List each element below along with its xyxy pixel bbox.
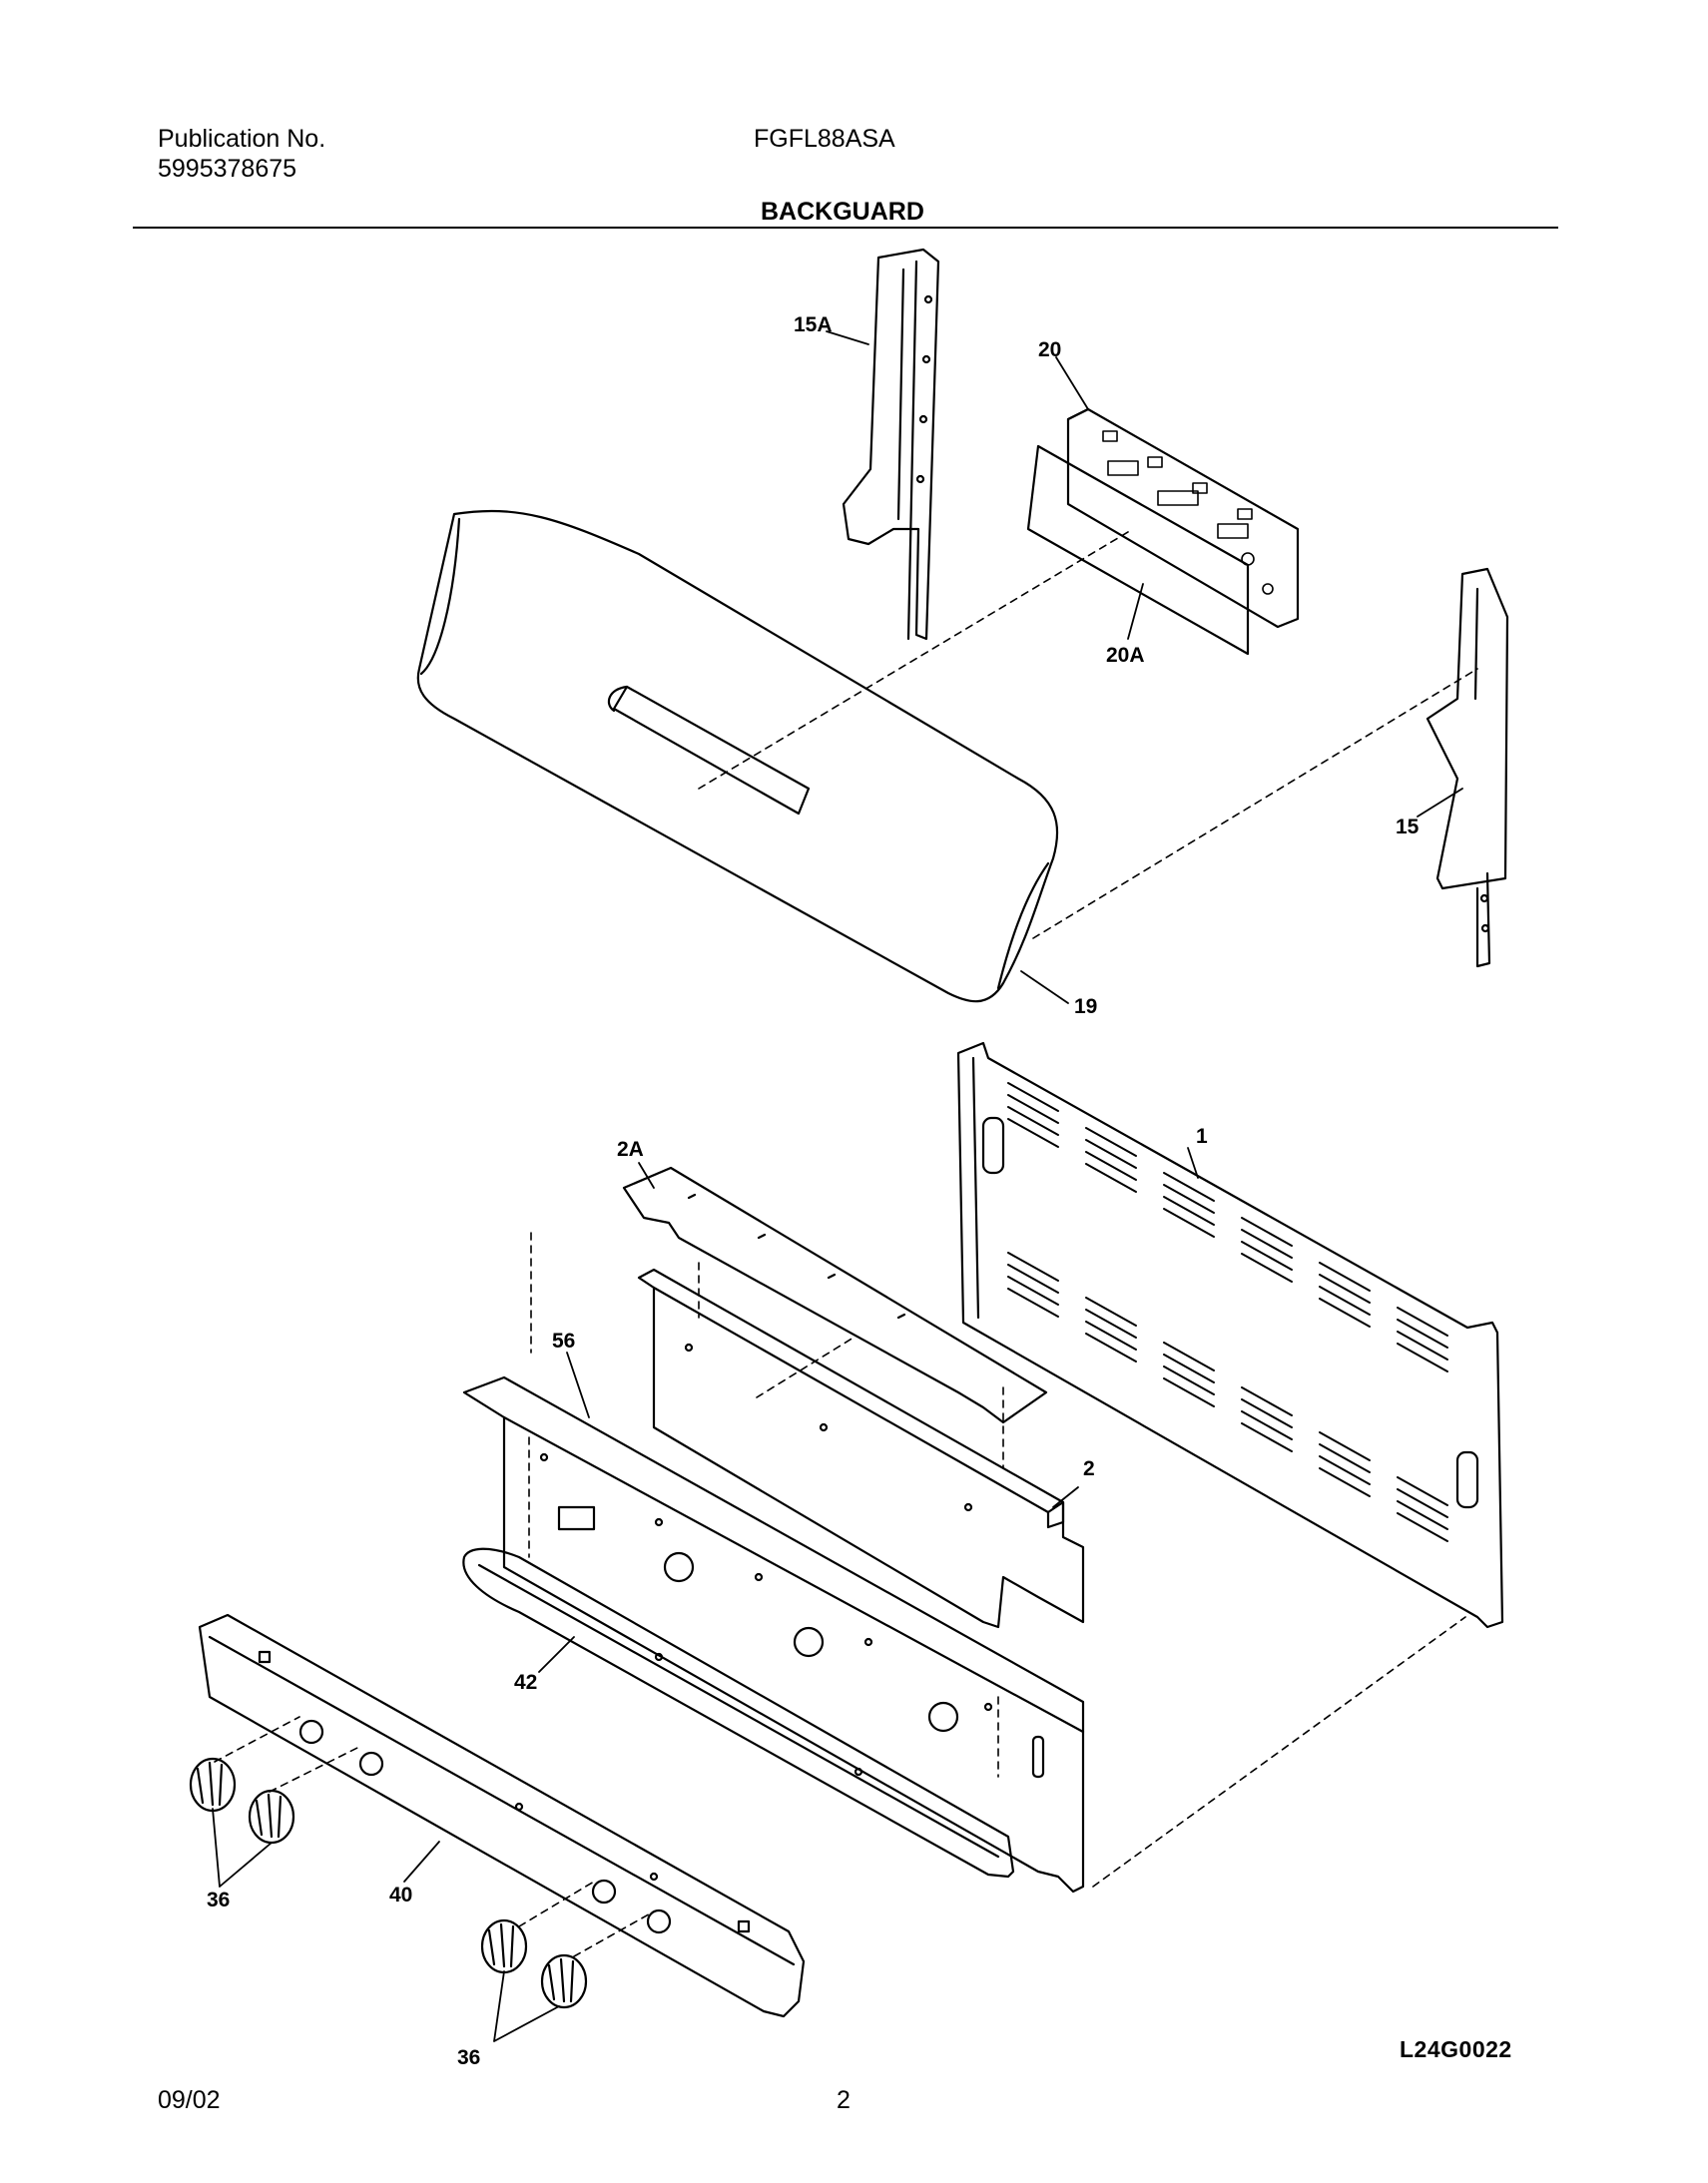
vent-louvers xyxy=(1007,1082,1448,1542)
callout-15a: 15A xyxy=(794,313,833,336)
footer-page-number: 2 xyxy=(837,2086,851,2114)
part-56-control-bracket xyxy=(462,1375,1085,1894)
callout-56: 56 xyxy=(552,1330,575,1353)
part-42-trim xyxy=(462,1547,1015,1879)
knob-3 xyxy=(480,1918,528,1974)
publication-label: Publication No. xyxy=(158,125,326,153)
callout-2: 2 xyxy=(1083,1457,1095,1480)
knob-2 xyxy=(248,1789,295,1845)
part-19-backguard-cover xyxy=(416,509,1059,1003)
knob-1 xyxy=(189,1757,237,1813)
part-20a-overlay xyxy=(1026,444,1250,656)
part-2-inner-panel xyxy=(637,1268,1085,1629)
callout-20: 20 xyxy=(1038,338,1061,361)
header-rule xyxy=(133,227,1558,229)
diagram-code: L24G0022 xyxy=(1400,2036,1512,2062)
section-title: BACKGUARD xyxy=(761,198,924,226)
assembly-guide-lines xyxy=(214,528,1478,1957)
callout-19: 19 xyxy=(1074,995,1097,1018)
part-1-rear-panel xyxy=(956,1041,1504,1629)
part-36-knobs xyxy=(189,1757,588,2009)
callout-36-left: 36 xyxy=(207,1889,230,1911)
part-40-control-panel xyxy=(198,1613,806,2018)
callout-36-right: 36 xyxy=(457,2046,480,2069)
callout-15: 15 xyxy=(1396,816,1420,838)
callout-42: 42 xyxy=(514,1671,537,1694)
knob-4 xyxy=(540,1953,588,2009)
part-15a-left-bracket xyxy=(842,248,940,641)
publication-number: 5995378675 xyxy=(158,155,297,183)
callout-20a: 20A xyxy=(1106,644,1145,667)
footer-date: 09/02 xyxy=(158,2086,221,2114)
part-2a-trim-strip xyxy=(622,1166,1048,1424)
callout-leaders xyxy=(212,330,1463,2042)
part-20-control-board xyxy=(1066,407,1300,629)
part-15-right-bracket xyxy=(1425,567,1509,968)
callout-40: 40 xyxy=(389,1884,412,1907)
callout-1: 1 xyxy=(1196,1125,1208,1148)
callout-2a: 2A xyxy=(617,1138,644,1161)
model-number: FGFL88ASA xyxy=(754,125,895,153)
